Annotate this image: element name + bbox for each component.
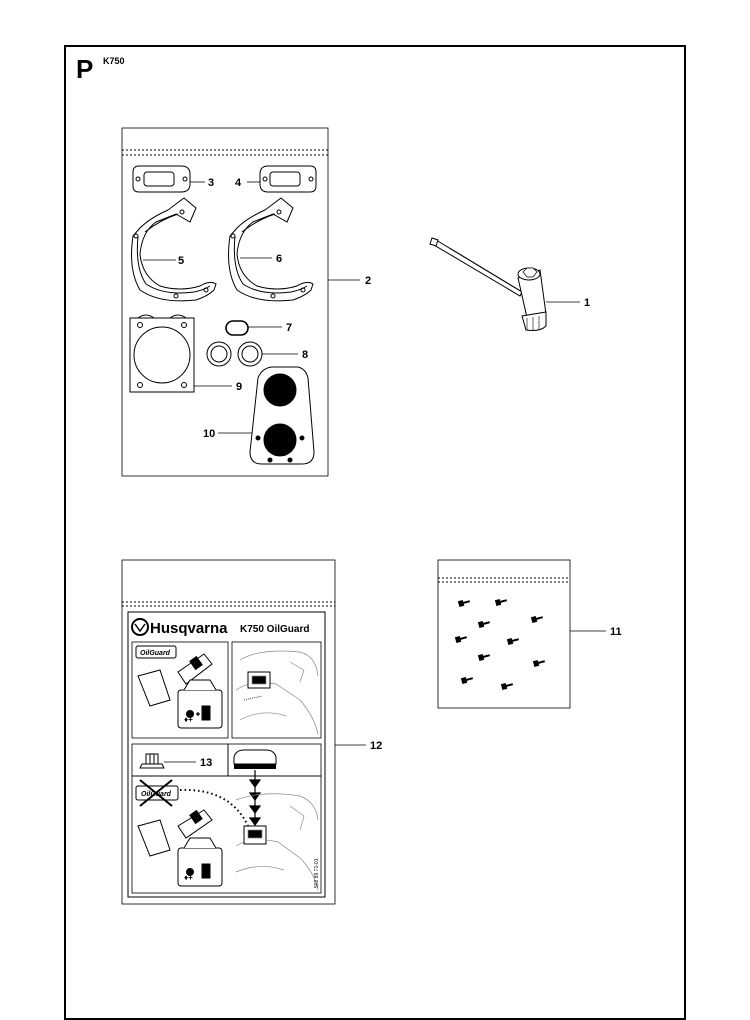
section-letter: P — [76, 54, 94, 84]
screw-bag — [437, 559, 571, 709]
refill-instruction-panel — [131, 641, 229, 739]
callout-10: 10 — [203, 428, 215, 440]
callout-2: 2 — [365, 275, 371, 287]
machine-photo-panel — [231, 641, 322, 739]
spark-plug-wrench — [429, 237, 547, 331]
insert-direction-arrows — [248, 770, 262, 827]
plate-gasket-10 — [249, 366, 315, 465]
fuel-mix-symbol: ♦+ — [184, 715, 193, 724]
badge-text: OilGuard — [140, 650, 171, 657]
callout-1: 1 — [584, 297, 590, 309]
oilguard-badge-icon — [135, 645, 177, 659]
oilguard-cap-insert — [233, 749, 277, 769]
filler-cap-13 — [139, 753, 165, 769]
exhaust-gasket-4 — [259, 165, 317, 193]
lower-instruction-panel — [131, 775, 322, 894]
fuel-mix-symbol-lower: ♦+ — [184, 873, 193, 882]
callout-4: 4 — [235, 177, 242, 189]
callout-11: 11 — [610, 626, 622, 638]
callout-9: 9 — [236, 381, 242, 393]
callout-5: 5 — [178, 255, 184, 267]
model-label: K750 — [103, 56, 125, 66]
callout-13: 13 — [200, 757, 212, 769]
brand-name: Husqvarna — [150, 620, 228, 637]
callout-7: 7 — [286, 322, 292, 334]
oil-pour-illustration-lower — [137, 809, 223, 887]
crankcase-gasket-5 — [131, 197, 217, 302]
cylinder-gasket-9 — [129, 314, 195, 393]
callout-3: 3 — [208, 177, 214, 189]
o-ring-7 — [225, 320, 249, 336]
callout-6: 6 — [276, 253, 282, 265]
callout-12: 12 — [370, 740, 382, 752]
oilguard-decal-sheet — [121, 559, 336, 905]
gasket-kit-bag — [121, 127, 329, 477]
callout-8: 8 — [302, 349, 308, 361]
screws — [454, 598, 546, 691]
crankcase-gasket-6 — [228, 197, 314, 302]
exhaust-gasket-3 — [132, 165, 191, 193]
no-oilguard-icon: OilGuard — [135, 779, 179, 807]
oil-pour-illustration — [137, 653, 223, 729]
dotted-guide-line — [179, 788, 249, 827]
shaft-seals-8 — [206, 341, 263, 367]
husqvarna-logo: Husqvarna — [131, 618, 228, 637]
product-name: K750 OilGuard — [240, 624, 309, 635]
machine-sketch-lower — [235, 793, 319, 891]
gasket-leaders — [143, 181, 360, 434]
machine-sketch-upper — [235, 650, 319, 735]
decal-part-code: 502 89 71-01 — [314, 858, 320, 888]
